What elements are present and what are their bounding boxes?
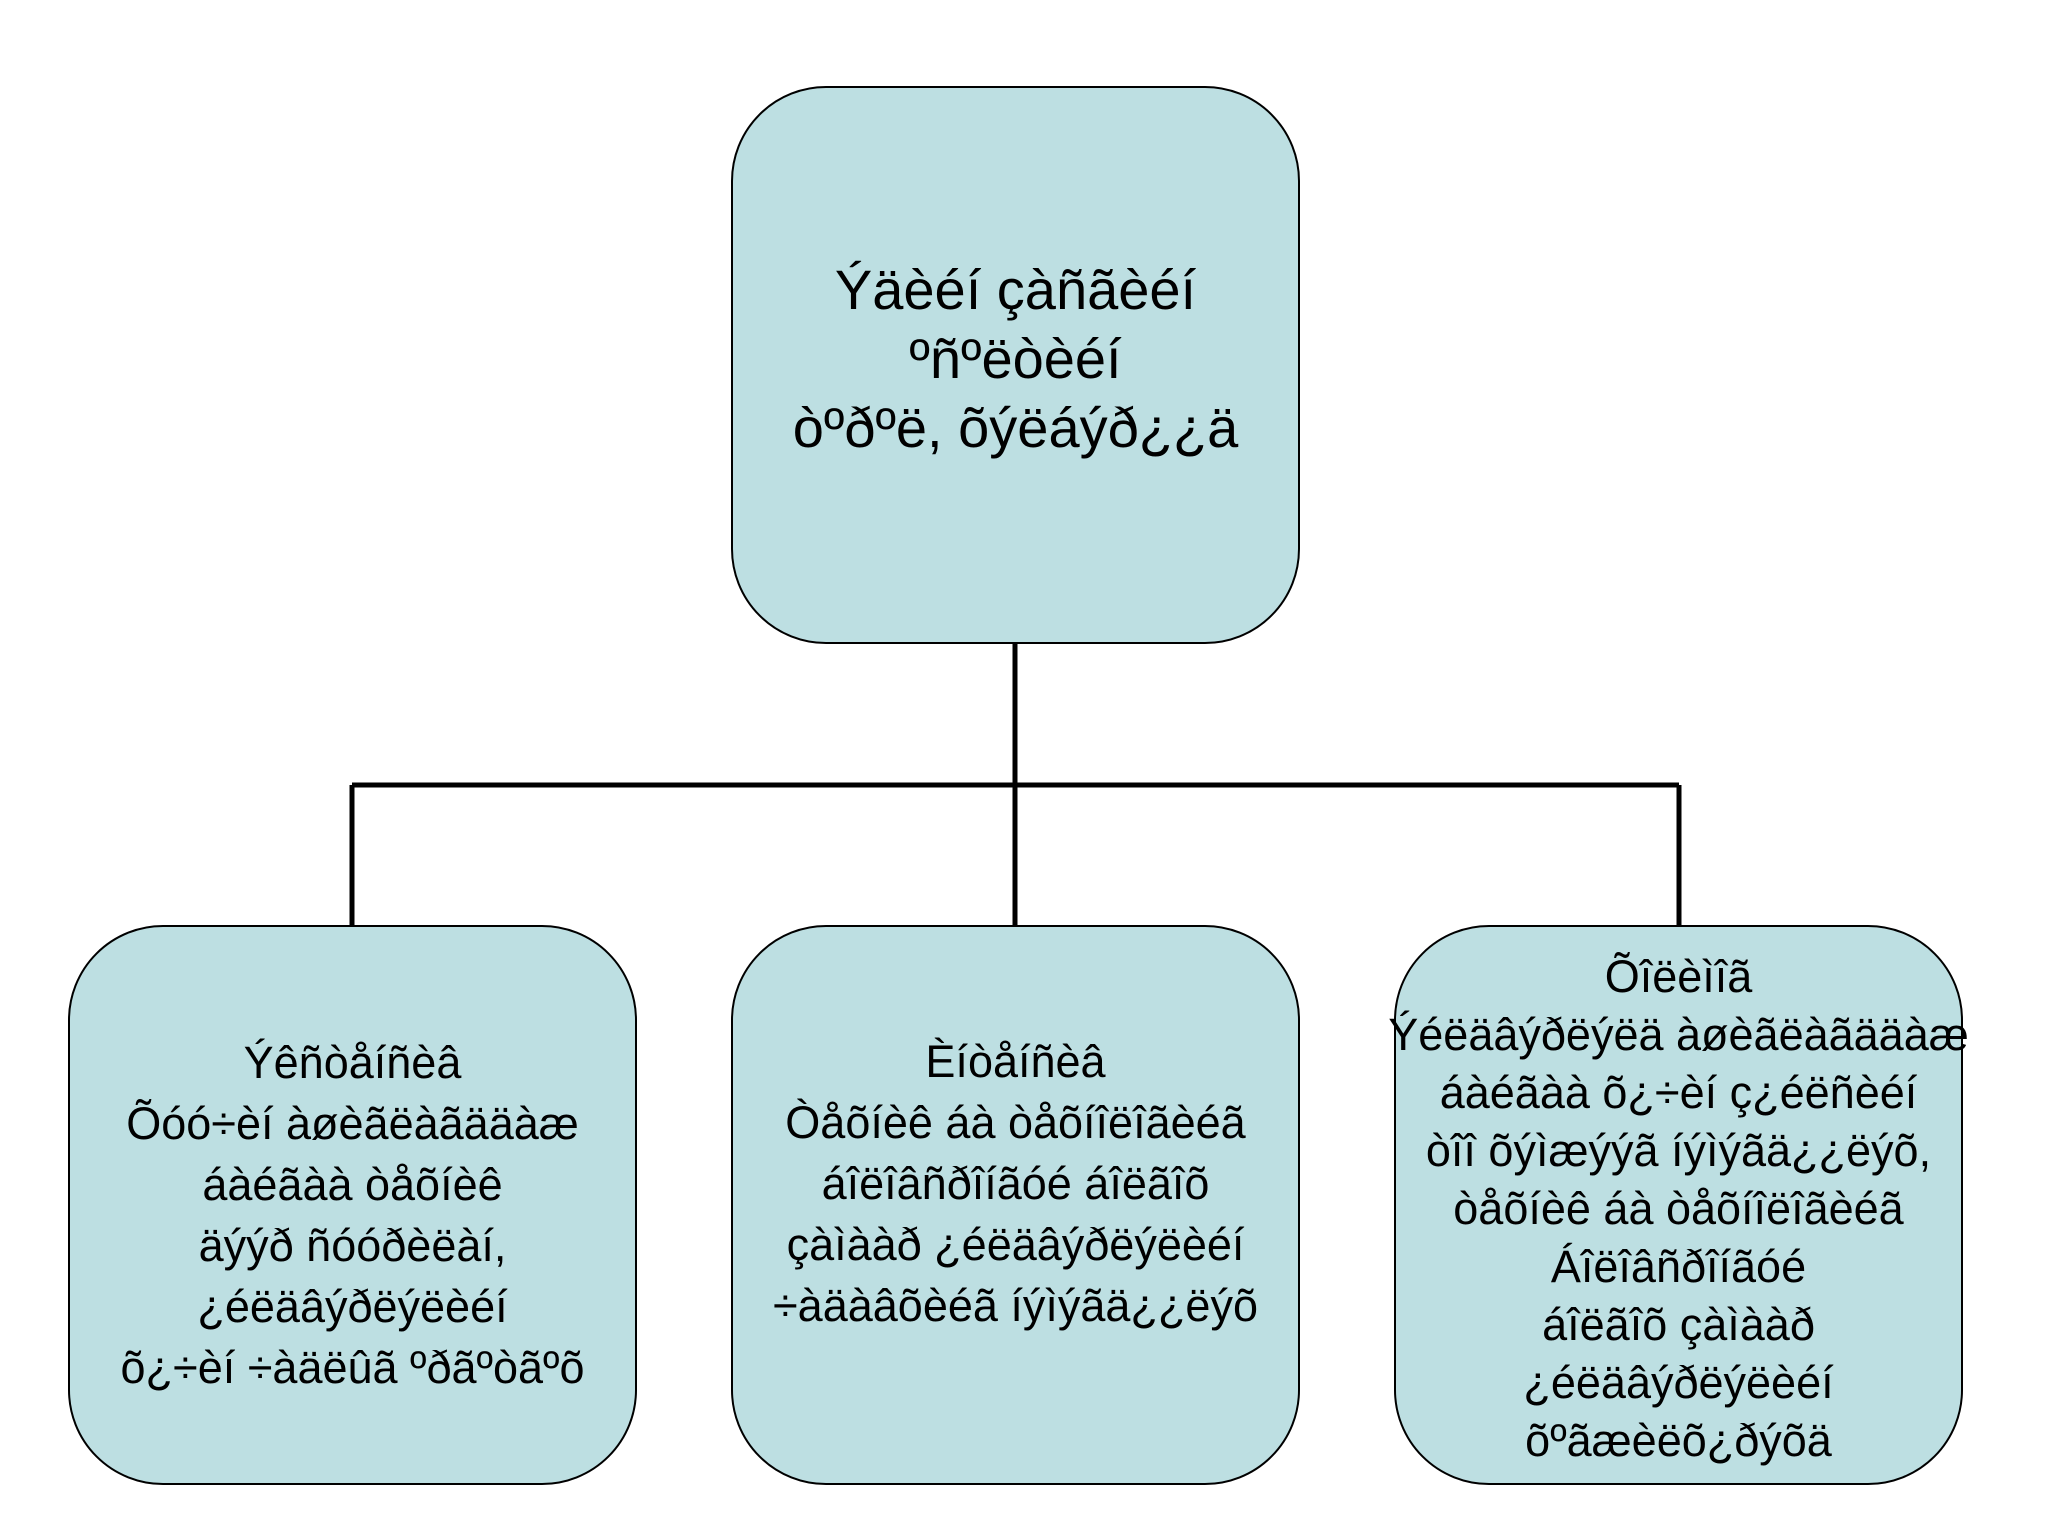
child-node-text-line: Òåõíèê áà òåõíîëîãèéã — [785, 1096, 1246, 1148]
child-node-text-line: Ýéëäâýðëýëä àøèãëàãääàæ — [1388, 1009, 1969, 1060]
child-node-text-line: áàéãàà õ¿÷èí ç¿éëñèéí — [1439, 1067, 1918, 1118]
child-node-text-line: Õóó÷èí àøèãëàãääàæ — [126, 1098, 579, 1149]
root-node-title-line: Ýäèéí çàñãèéí — [834, 257, 1197, 321]
child-node-heading: Ýêñòåíñèâ — [243, 1037, 462, 1088]
child-node-text-line: õ¿÷èí ÷àäëûã ºðãºòãºõ — [120, 1342, 585, 1393]
child-node-text-line: ¿éëäâýðëýëèéí — [197, 1281, 508, 1332]
child-node-heading: Õîëèìîã — [1604, 951, 1753, 1002]
root-node: Ýäèéí çàñãèéí ºñºëòèéí òºðºë, õýëáýð¿¿ä — [731, 86, 1300, 644]
child-node-text-line: ¿éëäâýðëýëèéí — [1523, 1357, 1834, 1408]
child-node-text-line: õºãæèëõ¿ðýõä — [1525, 1415, 1832, 1466]
child-node-heading: Èíòåíñèâ — [925, 1035, 1106, 1087]
child-node-text-line: Áîëîâñðîíãóé — [1550, 1241, 1807, 1292]
child-node-text-line: òåõíèê áà òåõíîëîãèéã — [1453, 1183, 1904, 1234]
child-node-text-line: òîî õýìæýýã íýìýãä¿¿ëýõ, — [1425, 1125, 1932, 1176]
child-node-text-line: äýýð ñóóðèëàí, — [198, 1220, 507, 1271]
child-node-extensive: Ýêñòåíñèâ Õóó÷èí àøèãëàãääàæ áàéãàà òåõí… — [68, 925, 637, 1485]
child-node-text-line: ÷àäàâõèéã íýìýãä¿¿ëýõ — [772, 1279, 1258, 1331]
child-node-mixed: Õîëèìîã Ýéëäâýðëýëä àøèãëàãääàæ áàéãàà õ… — [1388, 925, 1969, 1485]
root-node-title-line: ºñºëòèéí — [909, 326, 1122, 390]
child-node-text-line: áîëîâñðîíãóé áîëãîõ — [821, 1157, 1210, 1209]
child-node-text-line: áîëãîõ çàìààð — [1542, 1299, 1815, 1350]
root-node-title-line: òºðºë, õýëáýð¿¿ä — [792, 395, 1239, 459]
child-node-text-line: çàìààð ¿éëäâýðëýëèéí — [786, 1218, 1245, 1270]
child-node-text-line: áàéãàà òåõíèê — [202, 1159, 503, 1210]
child-node-intensive: Èíòåíñèâ Òåõíèê áà òåõíîëîãèéã áîëîâñðîí… — [731, 925, 1300, 1485]
